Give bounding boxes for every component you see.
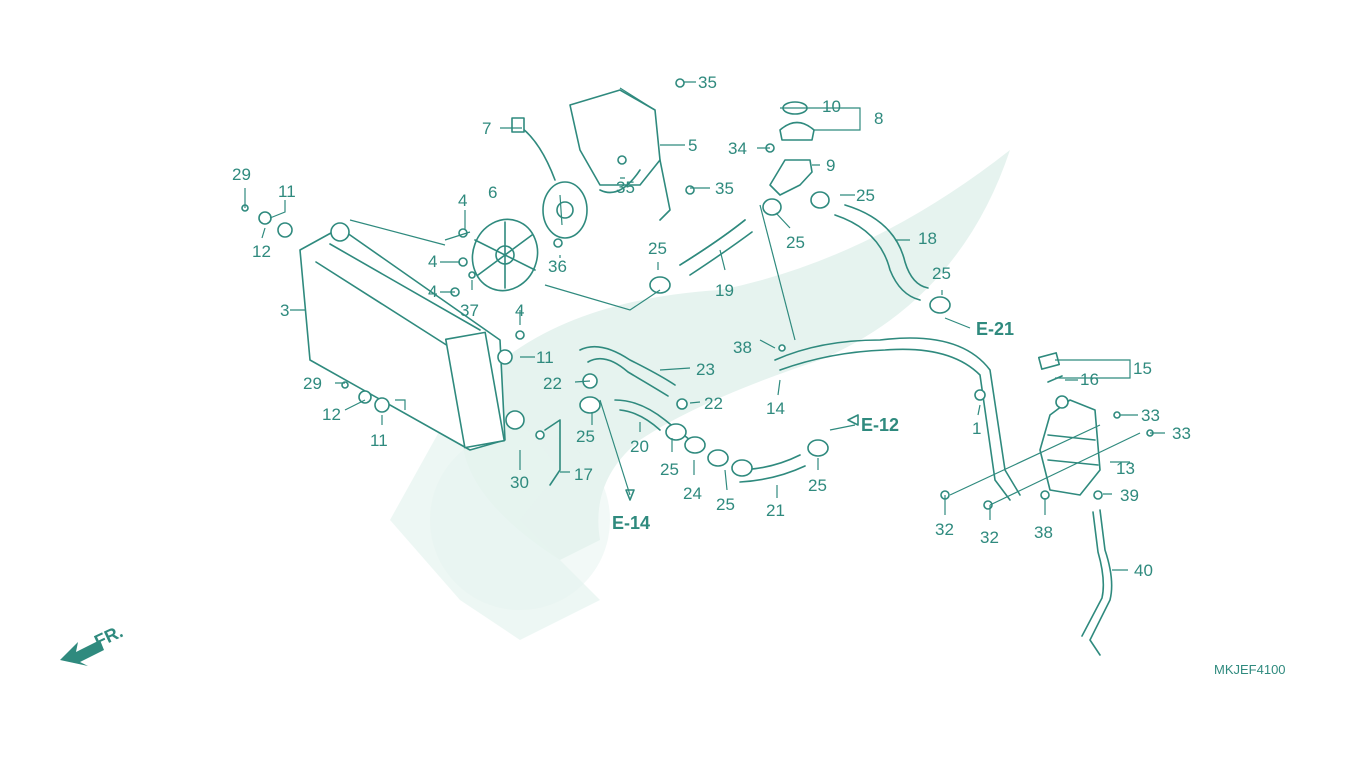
callout-38: 38 xyxy=(1034,523,1053,542)
callout-25: 25 xyxy=(786,233,805,252)
callout-12: 12 xyxy=(322,405,341,424)
ref-e14: E-14 xyxy=(612,513,650,533)
callout-11: 11 xyxy=(370,431,388,450)
callout-13: 13 xyxy=(1116,459,1135,478)
callout-14: 14 xyxy=(766,399,785,418)
callout-10: 10 xyxy=(822,97,841,116)
callout-30: 30 xyxy=(510,473,529,492)
callout-22: 22 xyxy=(704,394,723,413)
diagram-code: MKJEF4100 xyxy=(1214,662,1286,677)
callout-21: 21 xyxy=(766,501,785,520)
front-arrow-icon: FR. xyxy=(60,621,126,666)
callout-25: 25 xyxy=(932,264,951,283)
callout-5: 5 xyxy=(688,136,697,155)
callout-25: 25 xyxy=(648,239,667,258)
callout-24: 24 xyxy=(683,484,702,503)
callout-4: 4 xyxy=(428,252,437,271)
callout-40: 40 xyxy=(1134,561,1153,580)
callout-11: 11 xyxy=(536,348,554,367)
fan-motor-and-shroud xyxy=(511,89,671,239)
callout-33: 33 xyxy=(1141,406,1160,425)
callout-4: 4 xyxy=(515,301,524,320)
callout-19: 19 xyxy=(715,281,734,300)
hoses xyxy=(544,204,1113,656)
callout-22: 22 xyxy=(543,374,562,393)
leader-lines xyxy=(244,81,1165,571)
callout-18: 18 xyxy=(918,229,937,248)
callout-25: 25 xyxy=(576,427,595,446)
callout-17: 17 xyxy=(574,465,593,484)
callout-33: 33 xyxy=(1172,424,1191,443)
callout-38: 38 xyxy=(733,338,752,357)
callout-3: 3 xyxy=(280,301,289,320)
callout-11: 11 xyxy=(278,182,296,201)
callout-35: 35 xyxy=(715,179,734,198)
ref-e12: E-12 xyxy=(861,415,899,435)
callout-16: 16 xyxy=(1080,370,1099,389)
callout-20: 20 xyxy=(630,437,649,456)
callout-9: 9 xyxy=(826,156,835,175)
callout-7: 7 xyxy=(482,119,491,138)
callout-37: 37 xyxy=(460,301,479,320)
callout-12: 12 xyxy=(252,242,271,261)
callout-29: 29 xyxy=(232,165,251,184)
callout-34: 34 xyxy=(728,139,747,158)
reserve-tank xyxy=(1039,395,1101,496)
callout-25: 25 xyxy=(808,476,827,495)
hose-clamps xyxy=(579,191,951,477)
watermark-logo xyxy=(390,150,1010,640)
callout-15: 15 xyxy=(1133,359,1152,378)
callout-6: 6 xyxy=(488,183,497,202)
callout-32: 32 xyxy=(935,520,954,539)
callout-25: 25 xyxy=(660,460,679,479)
callout-29: 29 xyxy=(303,374,322,393)
callout-4: 4 xyxy=(428,282,437,301)
callout-35: 35 xyxy=(698,73,717,92)
filler-neck-and-cap xyxy=(769,101,815,196)
callout-23: 23 xyxy=(696,360,715,379)
radiator xyxy=(299,222,525,451)
callout-labels: 35 10 8 7 5 34 9 29 11 6 4 25 35 35 25 1… xyxy=(232,73,1191,580)
callout-36: 36 xyxy=(548,257,567,276)
ref-e21: E-21 xyxy=(976,319,1014,339)
callout-39: 39 xyxy=(1120,486,1139,505)
callout-25: 25 xyxy=(716,495,735,514)
callout-35: 35 xyxy=(616,178,635,197)
callout-32: 32 xyxy=(980,528,999,547)
cooling-fan xyxy=(471,218,539,292)
reference-labels: E-21 E-12 E-14 xyxy=(612,319,1014,533)
callout-8: 8 xyxy=(874,109,883,128)
callout-25: 25 xyxy=(856,186,875,205)
callout-4: 4 xyxy=(458,191,467,210)
callout-1: 1 xyxy=(972,419,981,438)
